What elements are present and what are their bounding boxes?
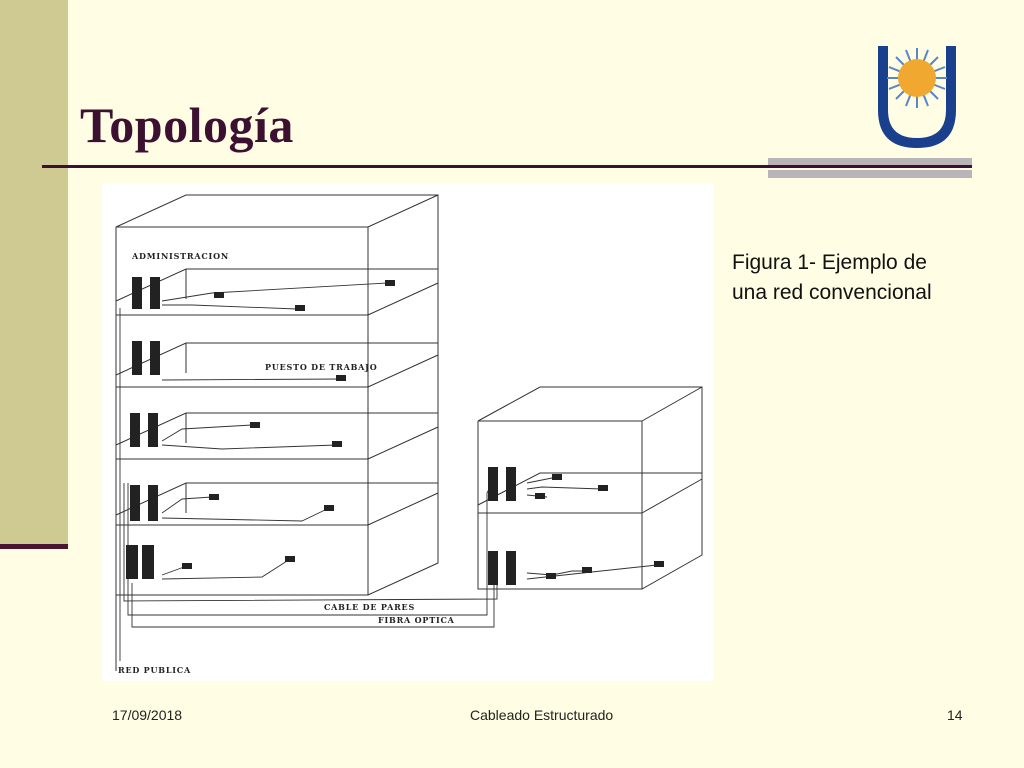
workstation-label: PUESTO DE TRABAJO <box>265 362 378 372</box>
caption-line-2: una red convencional <box>732 281 932 304</box>
network-diagram: ADMINISTRACION PUESTO DE TRABAJO CABLE D… <box>102 183 714 681</box>
side-band-accent <box>0 544 68 549</box>
public-network-label: RED PUBLICA <box>118 665 191 675</box>
title-underline <box>42 165 972 168</box>
network-diagram-drawing: ADMINISTRACION PUESTO DE TRABAJO CABLE D… <box>115 194 703 675</box>
footer-page-number: 14 <box>947 707 963 723</box>
footer-title: Cableado Estructurado <box>470 707 614 723</box>
main-building-floors <box>115 268 439 526</box>
workstation-outlets <box>182 280 664 579</box>
pair-cable-label: CABLE DE PARES <box>324 602 415 612</box>
title-decoration-bar <box>768 158 972 166</box>
fiber-optic-label: FIBRA OPTICA <box>378 615 455 625</box>
side-band <box>0 0 68 548</box>
footer-date: 17/09/2018 <box>112 707 183 723</box>
figure-caption: Figura 1- Ejemplo de una red convenciona… <box>732 248 1002 308</box>
slide-title: Topología <box>80 97 294 153</box>
patch-panels <box>126 277 516 585</box>
university-logo-icon <box>878 46 956 148</box>
title-decoration-bar-lower <box>768 170 972 178</box>
secondary-building-outline <box>477 386 703 590</box>
admin-label: ADMINISTRACION <box>131 251 229 261</box>
caption-line-1: Figura 1- Ejemplo de <box>732 251 927 274</box>
